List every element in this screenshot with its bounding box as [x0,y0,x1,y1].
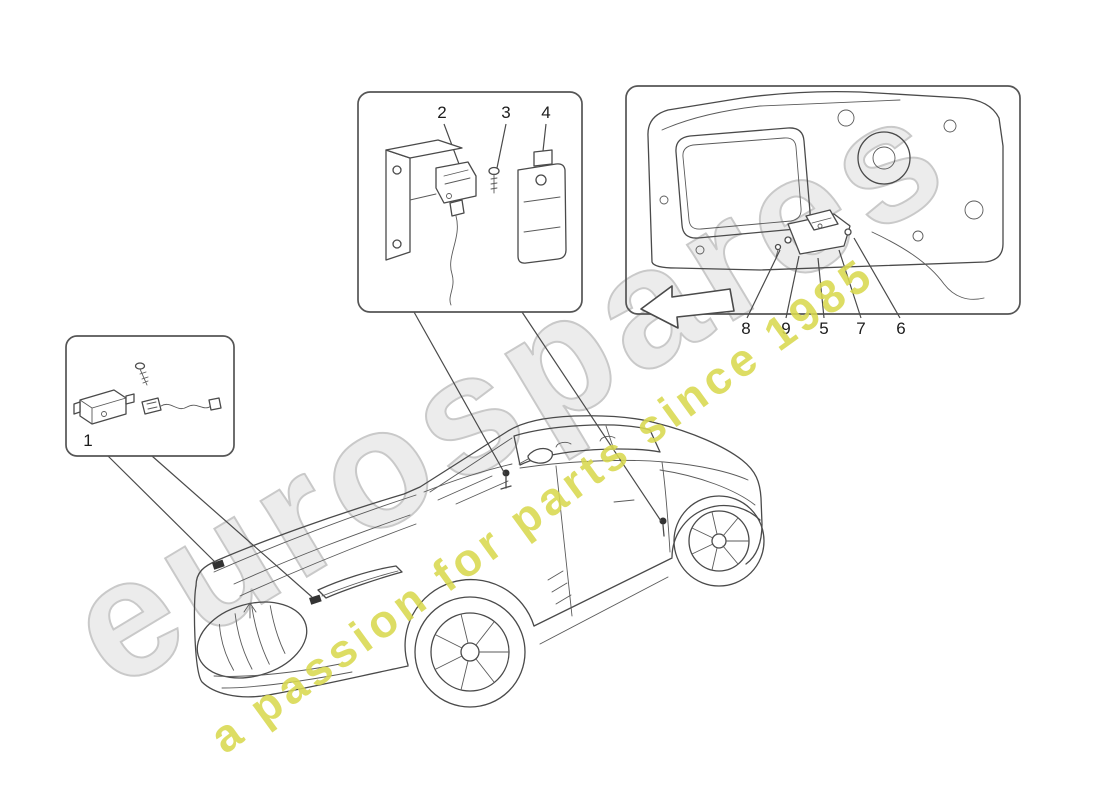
callout-label-3: 3 [501,103,510,122]
sensor-bolt [134,362,149,386]
watermark-brand: eurospares [36,53,980,724]
callout-box-right: 8 9 5 7 6 [625,85,1021,338]
car-illustration [193,415,765,708]
mounting-bracket [385,139,463,261]
callout-label-1: 1 [83,431,92,450]
leader-lines [107,311,662,598]
callout-label-5: 5 [819,319,828,338]
front-wheel [414,596,526,708]
direction-arrow-icon [640,285,735,329]
watermark-brand-text: eurospares [37,54,979,723]
callout-label-7: 7 [856,319,865,338]
side-sensor-part [73,389,135,425]
sensor-screw [488,166,500,194]
callout-label-2: 2 [437,103,446,122]
callout-label-8: 8 [741,319,750,338]
cowl-sensor-mark [500,469,512,490]
door-panel-illustration [647,90,1004,300]
crash-sensor-part [435,161,477,306]
callout-box-left: 1 [65,335,235,457]
front-sensor-mark-b [309,594,322,605]
callout-label-4: 4 [541,103,550,122]
bpillar-sensor-mark [659,517,667,537]
sensor-cover-plate [517,149,567,264]
sensor-connector [141,397,222,415]
callout-label-6: 6 [896,319,905,338]
trident-badge [243,602,257,619]
door-sensor-assembly [774,209,852,258]
rear-wheel [673,495,765,587]
callout-label-9: 9 [781,319,790,338]
callout-box-top: 2 3 4 [357,91,583,313]
